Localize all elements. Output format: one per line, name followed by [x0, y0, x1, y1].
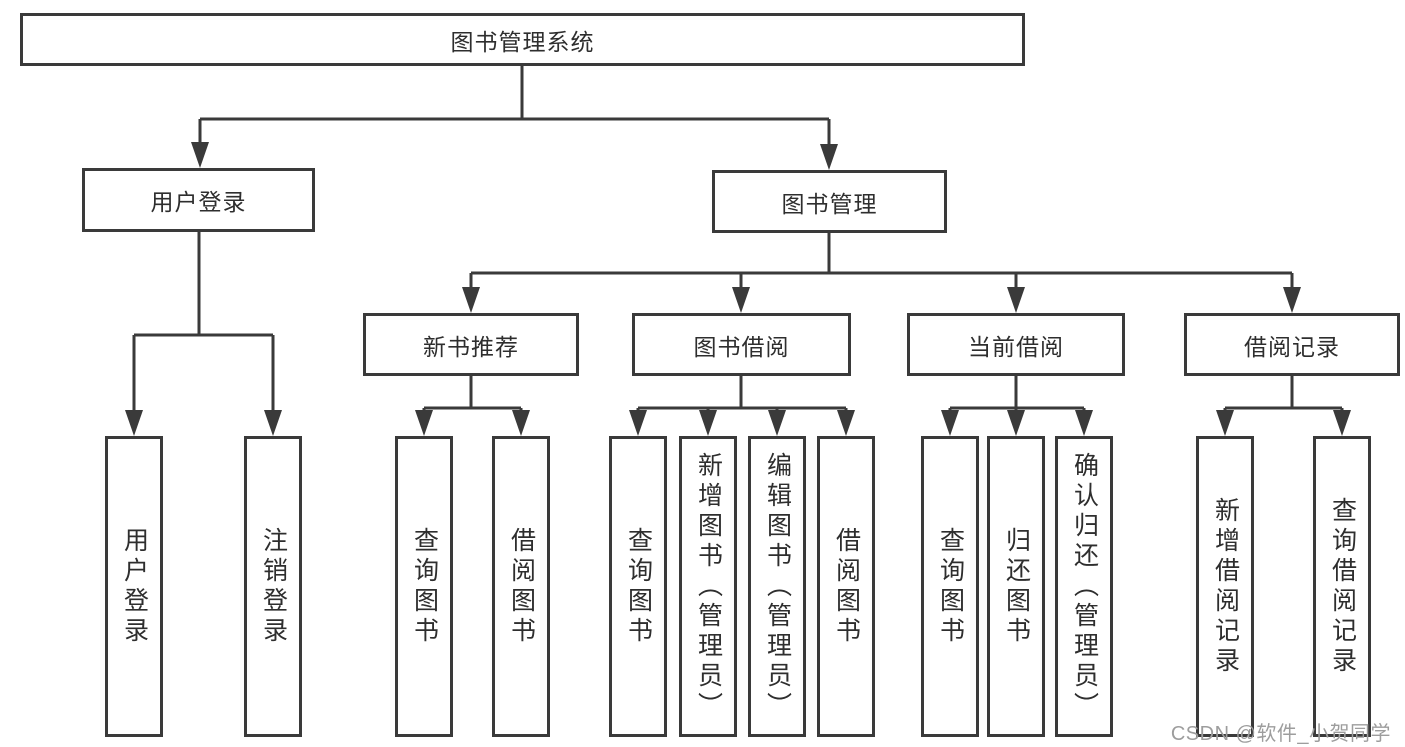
leaf-query-books-current: 查询图书: [921, 436, 979, 737]
leaf-confirm-return-admin: 确认归还（管理员）: [1055, 436, 1113, 737]
leaf-borrow-books-recommend: 借阅图书: [492, 436, 550, 737]
leaf-user-login: 用户登录: [105, 436, 163, 737]
node-library-management-system: 图书管理系统: [20, 13, 1025, 66]
leaf-logout: 注销登录: [244, 436, 302, 737]
node-borrowing-records: 借阅记录: [1184, 313, 1400, 376]
node-book-borrowing: 图书借阅: [632, 313, 851, 376]
leaf-edit-books-admin: 编辑图书（管理员）: [748, 436, 806, 737]
node-current-borrowing: 当前借阅: [907, 313, 1125, 376]
leaf-add-borrow-record: 新增借阅记录: [1196, 436, 1254, 737]
leaf-return-books: 归还图书: [987, 436, 1045, 737]
leaf-query-books-recommend: 查询图书: [395, 436, 453, 737]
leaf-borrow-books-borrowing: 借阅图书: [817, 436, 875, 737]
node-new-book-recommendation: 新书推荐: [363, 313, 579, 376]
node-user-login: 用户登录: [82, 168, 315, 232]
leaf-query-borrow-record: 查询借阅记录: [1313, 436, 1371, 737]
arrowheads: [125, 142, 1351, 436]
csdn-watermark: CSDN @软件_小贺同学: [1170, 723, 1391, 745]
leaf-add-books-admin: 新增图书（管理员）: [679, 436, 737, 737]
node-book-management: 图书管理: [712, 170, 947, 233]
leaf-query-books-borrowing: 查询图书: [609, 436, 667, 737]
